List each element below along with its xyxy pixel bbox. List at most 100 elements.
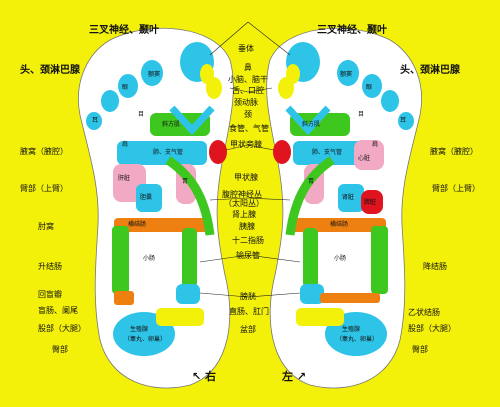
zone-stomach-r: 胃 bbox=[308, 178, 315, 185]
spine-line bbox=[165, 156, 215, 236]
center-label-duodenum: 十二指肠 bbox=[232, 236, 264, 245]
left-label-arm: 臂部（上臂） bbox=[20, 184, 68, 193]
ureter-zone bbox=[303, 228, 318, 288]
center-label-neck: 颈 bbox=[244, 110, 252, 119]
direction-left-label: 左 bbox=[282, 370, 293, 383]
nose-zone bbox=[206, 77, 222, 99]
toe-5 bbox=[398, 112, 414, 130]
center-label-celiac: 腹腔神经丛 bbox=[222, 190, 262, 199]
rectum-zone bbox=[296, 308, 344, 326]
left-label-ascending-colon: 升结肠 bbox=[38, 262, 62, 271]
sigmoid-colon-zone bbox=[320, 293, 380, 303]
zone-gallbladder: 胆囊 bbox=[140, 194, 153, 201]
zone-liver: 肝脏 bbox=[118, 175, 131, 182]
lymph-right-title: 头、颈淋巴腺 bbox=[400, 65, 460, 76]
zone-sinus-r: 额窦 bbox=[340, 71, 353, 78]
zone-stomach-l: 胃 bbox=[182, 178, 189, 185]
zone-spleen: 脾脏 bbox=[364, 199, 377, 206]
kidney-zone bbox=[136, 184, 162, 212]
lung-zone bbox=[117, 141, 207, 165]
center-label-pelvis: 盆部 bbox=[240, 325, 256, 334]
toe-3 bbox=[118, 74, 138, 98]
center-label-pituitary: 垂体 bbox=[238, 44, 254, 53]
direction-left: 左 ↗ bbox=[282, 370, 307, 383]
center-label-thyroid: 甲状腺 bbox=[234, 173, 258, 182]
center-label-carotid: 颈动脉 bbox=[234, 98, 258, 107]
rectum-zone bbox=[156, 308, 204, 326]
right-label-buttock: 臀部 bbox=[412, 345, 428, 354]
left-label-axilla: 腋窝（腋腔） bbox=[20, 147, 68, 156]
zone-eye-l: 眼 bbox=[122, 84, 129, 91]
parathyroid-zone bbox=[273, 140, 291, 164]
zone-trapezius-r: 斜方肌 bbox=[302, 121, 321, 128]
right-label-arm: 臂部（上臂） bbox=[432, 184, 480, 193]
trigeminal-left-title: 三叉神经、颞叶 bbox=[89, 25, 159, 36]
direction-right-label: 右 bbox=[205, 370, 217, 383]
lymph-left-title: 头、颈淋巴腺 bbox=[20, 65, 80, 76]
toe-3 bbox=[362, 74, 382, 98]
right-label-sigmoid: 乙状结肠 bbox=[408, 308, 440, 317]
parathyroid-zone bbox=[209, 140, 227, 164]
center-label-bladder: 膀胱 bbox=[240, 292, 256, 301]
bladder-zone bbox=[176, 284, 200, 304]
zone-lung-l: 肺、支气管 bbox=[153, 149, 184, 156]
zone-lung-r: 肺、支气管 bbox=[312, 149, 343, 156]
zone-small-intestine-l: 小肠 bbox=[143, 255, 156, 262]
zone-eye2-r: 目 bbox=[358, 111, 365, 118]
zone-gonad-sub-l: （睾丸、卵巢） bbox=[124, 336, 167, 343]
zone-eye-r: 眼 bbox=[366, 84, 373, 91]
throat-line bbox=[285, 105, 331, 136]
right-label-thigh: 股部（大腿） bbox=[408, 324, 456, 333]
bladder-zone bbox=[300, 284, 324, 304]
throat-line bbox=[169, 105, 215, 136]
center-label-cerebellum: 小脑、脑干 bbox=[228, 75, 268, 84]
zone-transverse-l: 横结肠 bbox=[128, 221, 147, 228]
left-label-buttock: 臀部 bbox=[52, 345, 68, 354]
zone-gonad-l: 生殖腺 bbox=[130, 326, 149, 333]
center-label-ureter: 输尿管 bbox=[236, 251, 260, 260]
zone-transverse-r: 横结肠 bbox=[330, 221, 349, 228]
zone-shoulder-r: 肩 bbox=[372, 141, 379, 148]
zone-ear-l: 耳 bbox=[92, 117, 99, 124]
center-label-nose: 鼻 bbox=[244, 63, 252, 72]
toe-4 bbox=[381, 90, 399, 112]
toe-2 bbox=[337, 60, 359, 86]
appendix-zone bbox=[114, 291, 134, 305]
ureter-zone bbox=[182, 228, 197, 288]
left-label-cecum: 盲肠、阑尾 bbox=[38, 306, 78, 315]
zone-kidney-r: 肾脏 bbox=[342, 194, 355, 201]
right-sole-foot bbox=[78, 27, 234, 389]
zone-heart: 心脏 bbox=[358, 155, 371, 162]
center-label-parathyroid: 甲状旁腺 bbox=[230, 140, 262, 149]
descending-colon-zone bbox=[371, 226, 388, 294]
zone-trapezius-l: 斜方肌 bbox=[162, 121, 181, 128]
zone-ear-r: 耳 bbox=[400, 117, 407, 124]
zone-gonad-r: 生殖腺 bbox=[342, 326, 361, 333]
zone-sinus-l: 额窦 bbox=[148, 71, 161, 78]
center-label-tongue: 舌、口腔 bbox=[232, 86, 264, 95]
toe-4 bbox=[101, 90, 119, 112]
kidney-zone bbox=[338, 184, 364, 212]
trigeminal-right-title: 三叉神经、颞叶 bbox=[317, 25, 387, 36]
center-label-rectum: 直肠、肛门 bbox=[229, 307, 269, 316]
left-label-elbow: 肘窝 bbox=[38, 222, 54, 231]
ascending-colon-zone bbox=[112, 226, 129, 294]
left-sole-foot bbox=[266, 27, 422, 389]
zone-eye2-l: 目 bbox=[138, 111, 145, 118]
center-label-adrenal: 肾上腺 bbox=[232, 210, 256, 219]
right-label-axilla: 腋窝（腋腔） bbox=[430, 147, 478, 156]
zone-gonad-sub-r: （睾丸、卵巢） bbox=[336, 336, 379, 343]
left-label-ileocecal: 回盲瓣 bbox=[38, 290, 62, 299]
center-label-pancreas: 胰腺 bbox=[239, 222, 255, 231]
leader-lines bbox=[199, 21, 301, 298]
left-label-thigh: 股部（大腿） bbox=[38, 324, 86, 333]
toe-5 bbox=[86, 112, 102, 130]
toe-2 bbox=[141, 60, 163, 86]
nose-zone bbox=[278, 77, 294, 99]
right-label-descending-colon: 降结肠 bbox=[423, 262, 447, 271]
zone-small-intestine-r: 小肠 bbox=[334, 255, 347, 262]
center-label-solar: （太阳丛） bbox=[224, 199, 264, 208]
spleen-zone bbox=[361, 190, 383, 214]
spine-line bbox=[285, 156, 335, 236]
